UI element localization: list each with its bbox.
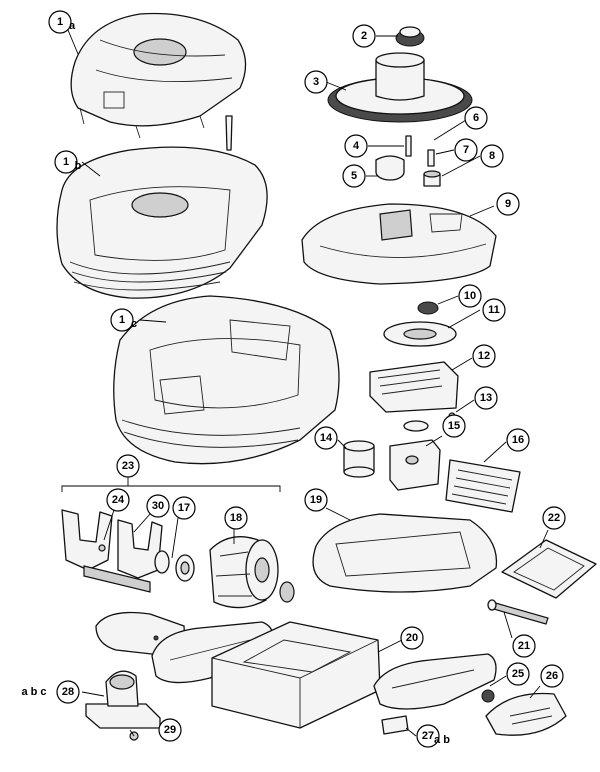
part-small-gear <box>395 26 425 47</box>
svg-text:11: 11 <box>488 304 500 316</box>
callout-7: 7 <box>454 138 478 162</box>
part-cylinder <box>343 440 375 478</box>
part-motor-bracket <box>369 361 459 413</box>
callout-15: 15 <box>442 414 466 438</box>
callout-16: 16 <box>506 428 530 452</box>
svg-text:12: 12 <box>478 350 490 362</box>
svg-text:30: 30 <box>152 500 164 512</box>
callout-8: 8 <box>480 144 504 168</box>
part-lower-housing <box>312 513 498 593</box>
svg-text:18: 18 <box>230 512 242 524</box>
callout-14: 14 <box>314 426 338 450</box>
svg-text:1: 1 <box>57 16 63 28</box>
svg-text:17: 17 <box>178 502 190 514</box>
callout-4: 4 <box>344 134 368 158</box>
callout-10: 10 <box>458 284 482 308</box>
svg-text:1: 1 <box>63 156 69 168</box>
part-nozzle-base <box>85 670 161 729</box>
svg-text:26: 26 <box>546 670 558 682</box>
callout-1c: 1 c <box>110 308 137 332</box>
callout-26: 26 <box>540 664 564 688</box>
svg-text:a b c: a b c <box>21 686 46 698</box>
callout-18: 18 <box>224 506 248 530</box>
leader-lines <box>67 29 549 737</box>
part-axle-rod <box>487 599 549 625</box>
callout-1a: 1 a <box>48 10 76 34</box>
svg-text:14: 14 <box>320 432 333 444</box>
svg-text:b: b <box>75 160 82 172</box>
svg-text:c: c <box>131 318 137 330</box>
callout-2: 2 <box>352 24 376 48</box>
callout-9: 9 <box>496 192 520 216</box>
callout-24: 24 <box>106 488 130 512</box>
svg-text:13: 13 <box>480 392 492 404</box>
callout-19: 19 <box>304 488 328 512</box>
callout-28abc: a b c 28 <box>21 680 80 704</box>
callout-27ab: 27 a b <box>416 724 450 748</box>
part-top-cover <box>70 12 247 139</box>
callout-3: 3 <box>304 70 328 94</box>
callout-12: 12 <box>472 344 496 368</box>
svg-text:a: a <box>69 20 76 32</box>
part-pin <box>225 115 233 151</box>
callout-22: 22 <box>542 506 566 530</box>
callout-1b: 1 b <box>54 150 82 174</box>
part-large-gear <box>327 52 473 123</box>
svg-text:20: 20 <box>406 632 418 644</box>
callout-20: 20 <box>400 626 424 650</box>
part-access-plate <box>501 539 597 599</box>
callout-29: 29 <box>158 718 182 742</box>
svg-text:1: 1 <box>119 314 125 326</box>
part-small-components <box>375 135 441 187</box>
svg-text:25: 25 <box>512 668 524 680</box>
svg-text:22: 22 <box>548 512 560 524</box>
part-chassis-frame <box>56 146 268 299</box>
svg-text:4: 4 <box>353 140 360 152</box>
svg-text:28: 28 <box>62 686 74 698</box>
svg-text:15: 15 <box>448 420 460 432</box>
part-clip <box>381 715 409 735</box>
svg-text:16: 16 <box>512 434 524 446</box>
part-drive-wheel <box>383 301 457 347</box>
svg-text:2: 2 <box>361 30 367 42</box>
svg-text:23: 23 <box>122 460 134 472</box>
part-motor-unit <box>389 420 441 491</box>
callout-23: 23 <box>116 454 140 478</box>
svg-text:24: 24 <box>112 494 125 506</box>
svg-text:9: 9 <box>505 198 511 210</box>
svg-text:6: 6 <box>473 112 479 124</box>
svg-text:8: 8 <box>489 150 495 162</box>
callout-6: 6 <box>464 106 488 130</box>
svg-text:27: 27 <box>422 730 434 742</box>
part-base-housing <box>113 295 340 465</box>
svg-text:a b: a b <box>434 734 450 746</box>
svg-text:7: 7 <box>463 144 469 156</box>
svg-text:21: 21 <box>518 640 530 652</box>
svg-text:29: 29 <box>164 724 176 736</box>
part-end-cap <box>485 692 567 736</box>
callout-11: 11 <box>482 298 506 322</box>
callout-25: 25 <box>506 662 530 686</box>
callout-30: 30 <box>146 494 170 518</box>
callout-21: 21 <box>512 634 536 658</box>
part-motor-hub <box>209 536 295 609</box>
part-side-cover-right <box>373 653 497 710</box>
part-bearings <box>154 550 195 582</box>
svg-text:3: 3 <box>313 76 319 88</box>
callout-17: 17 <box>172 496 196 520</box>
part-bracket-assembly <box>61 509 163 593</box>
part-upper-housing <box>301 203 497 285</box>
part-filter-panel <box>445 459 521 513</box>
svg-text:19: 19 <box>310 494 322 506</box>
callout-13: 13 <box>474 386 498 410</box>
callout-5: 5 <box>342 164 366 188</box>
svg-text:10: 10 <box>464 290 476 302</box>
svg-text:5: 5 <box>351 170 357 182</box>
